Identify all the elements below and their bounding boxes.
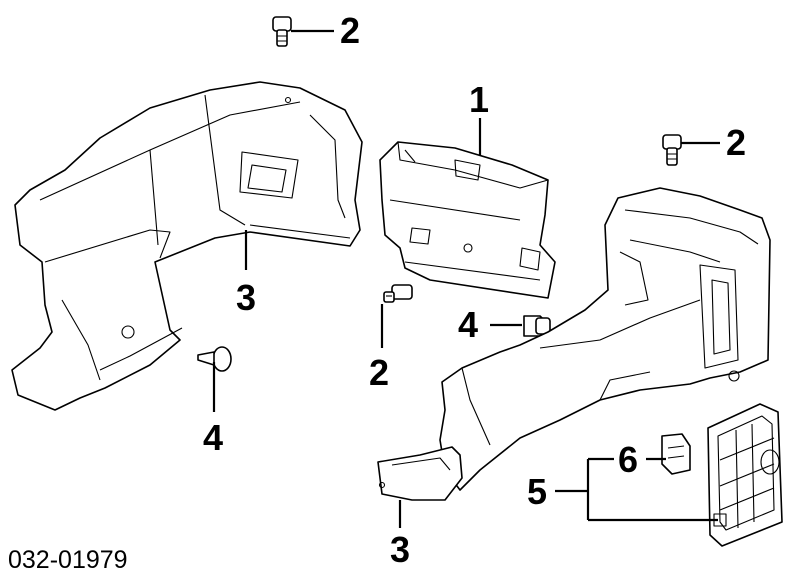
- access-cover-part-5: [707, 403, 783, 547]
- callout-5: 5: [527, 471, 548, 512]
- callout-3-left: 3: [236, 277, 257, 318]
- callout-4-middle: 4: [458, 304, 479, 345]
- callout-2-top: 2: [340, 10, 361, 51]
- reference-code: 032-01979: [8, 546, 128, 574]
- callout-2-right: 2: [726, 122, 747, 163]
- rear-panel-part-1: [379, 141, 556, 299]
- side-trim-panel-right: [439, 187, 771, 491]
- clip-part-2-right: [662, 134, 682, 166]
- lower-trim-extension: [377, 446, 463, 501]
- clip-part-6: [661, 433, 691, 475]
- side-trim-panel-left: [11, 81, 363, 411]
- callout-4-left: 4: [203, 417, 224, 458]
- leader-line-5-bracket: [555, 457, 718, 522]
- callout-2-middle: 2: [369, 352, 390, 393]
- push-pin-part-4-left: [197, 346, 232, 372]
- callout-3-bottom: 3: [390, 529, 411, 570]
- clip-part-2-middle: [383, 284, 413, 303]
- callout-1: 1: [469, 79, 490, 120]
- push-pin-part-4-middle: [523, 315, 551, 337]
- clip-part-2-top: [272, 16, 292, 47]
- callout-6: 6: [618, 439, 639, 480]
